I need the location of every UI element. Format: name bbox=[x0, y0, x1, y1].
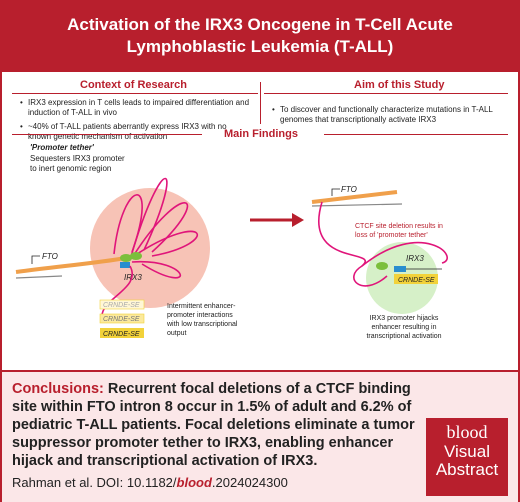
ctcf-protein-icon bbox=[130, 252, 142, 260]
crnde-enhancer-faded bbox=[99, 313, 145, 324]
fto-fiber bbox=[311, 190, 398, 204]
findings-title: Main Findings bbox=[224, 128, 298, 140]
logo-line-1: Visual bbox=[444, 442, 490, 461]
crnde-label: CRNDE-SE bbox=[103, 316, 140, 323]
chromatin-loop bbox=[129, 177, 168, 261]
irx3-gene-icon bbox=[120, 262, 130, 268]
conclusions-label: Conclusions: bbox=[12, 381, 104, 397]
context-underline bbox=[12, 93, 258, 94]
ctcf-note: loss of 'promoter tether' bbox=[355, 232, 428, 239]
title-line-2: Lymphoblastic Leukemia (T-ALL) bbox=[126, 37, 394, 56]
crnde-enhancer bbox=[100, 328, 144, 338]
context-bullet: IRX3 expression in T cells leads to impa… bbox=[20, 98, 250, 118]
enhancer-note: with low transcriptional bbox=[166, 321, 238, 328]
enhancer-note: output bbox=[167, 330, 187, 337]
chromatin-tail bbox=[101, 265, 133, 317]
tether-title: 'Promoter tether' bbox=[30, 143, 95, 152]
chromatin-loop bbox=[131, 261, 182, 279]
crnde-enhancer-faded bbox=[99, 299, 145, 310]
title-line-1: Activation of the IRX3 Oncogene in T-Cel… bbox=[67, 15, 453, 34]
findings-rule-left bbox=[12, 134, 202, 135]
fto-promoter-arrow-icon bbox=[31, 255, 40, 264]
left-panel: 'Promoter tether' Sequesters IRX3 promot… bbox=[15, 143, 238, 338]
hijack-note: enhancer resulting in bbox=[372, 324, 437, 331]
chromatin-loop bbox=[131, 202, 189, 259]
crnde-label: CRNDE-SE bbox=[103, 331, 140, 338]
tad-circle bbox=[90, 188, 210, 308]
context-bullet: ~40% of T-ALL patients aberrantly expres… bbox=[20, 122, 250, 142]
findings-rule-right bbox=[324, 134, 508, 135]
section-divider bbox=[260, 82, 261, 124]
hijack-note: IRX3 promoter hijacks bbox=[370, 315, 439, 322]
aim-title: Aim of this Study bbox=[354, 79, 445, 91]
title-banner: Activation of the IRX3 Oncogene in T-Cel… bbox=[2, 2, 518, 72]
citation: Rahman et al. DOI: 10.1182/blood.2024024… bbox=[12, 475, 288, 490]
citation-journal: blood bbox=[176, 475, 212, 490]
fto-backbone bbox=[15, 275, 63, 279]
aim-underline bbox=[264, 93, 508, 94]
aim-bullets: To discover and functionally characteriz… bbox=[272, 105, 507, 129]
logo-line-2: Abstract bbox=[435, 460, 499, 479]
irx3-label: IRX3 bbox=[124, 273, 142, 282]
fto-fiber bbox=[15, 256, 127, 274]
context-bullets: IRX3 expression in T cells leads to impa… bbox=[20, 98, 250, 146]
fto-promoter-arrow-icon bbox=[331, 188, 340, 196]
context-title: Context of Research bbox=[80, 79, 187, 91]
chromatin-fiber bbox=[318, 201, 388, 287]
crnde-enhancer bbox=[394, 274, 438, 284]
tether-desc-1: Sequesters IRX3 promoter bbox=[30, 154, 125, 163]
ctcf-note: CTCF site deletion results in bbox=[355, 223, 443, 230]
conclusions-text: Conclusions: Recurrent focal deletions o… bbox=[12, 380, 420, 470]
citation-suffix: .2024024300 bbox=[211, 475, 288, 490]
crnde-label: CRNDE-SE bbox=[398, 277, 435, 284]
transition-arrowhead-icon bbox=[292, 213, 304, 227]
logo-brand: blood bbox=[446, 422, 488, 442]
aim-bullet: To discover and functionally characteriz… bbox=[272, 105, 507, 125]
crnde-label: CRNDE-SE bbox=[103, 302, 140, 309]
fto-label: FTO bbox=[341, 185, 357, 194]
chromatin-loop bbox=[113, 194, 143, 255]
irx3-gene-icon bbox=[394, 266, 406, 272]
irx3-label: IRX3 bbox=[406, 254, 424, 263]
fto-label: FTO bbox=[42, 252, 58, 261]
conclusions-panel: Conclusions: Recurrent focal deletions o… bbox=[2, 370, 518, 502]
hijack-note: transcriptional activation bbox=[366, 333, 441, 340]
chromatin-fiber bbox=[361, 241, 448, 267]
chromatin-loop bbox=[133, 230, 199, 257]
right-panel: FTO CTCF site deletion results in loss o… bbox=[311, 185, 448, 340]
findings-diagram: 'Promoter tether' Sequesters IRX3 promot… bbox=[15, 143, 448, 340]
citation-prefix: Rahman et al. DOI: 10.1182/ bbox=[12, 475, 177, 490]
enhancer-note: Intermittent enhancer- bbox=[167, 303, 236, 310]
conclusions-body: Recurrent focal deletions of a CTCF bind… bbox=[12, 381, 415, 469]
ctcf-protein-icon bbox=[376, 262, 388, 270]
journal-logo: blood Visual Abstract bbox=[426, 418, 508, 496]
enhancer-note: promoter interactions bbox=[167, 312, 233, 319]
ctcf-protein-icon bbox=[120, 254, 132, 262]
tether-desc-2: to inert genomic region bbox=[30, 164, 111, 173]
fto-backbone bbox=[311, 203, 403, 207]
